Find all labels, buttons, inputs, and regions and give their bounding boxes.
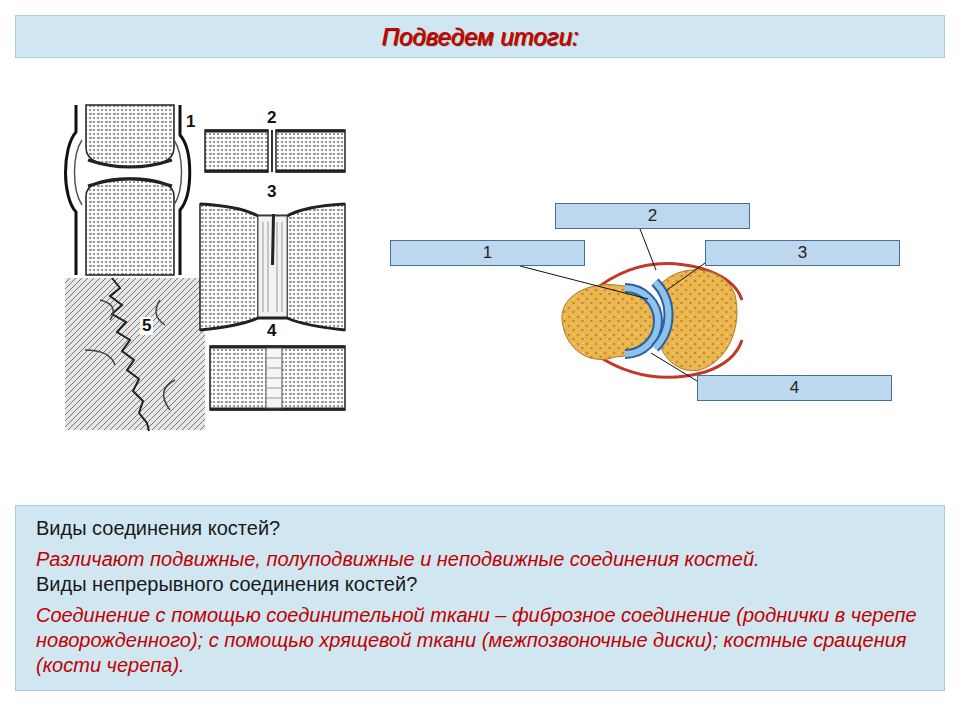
fused-joint-figure-part (266, 358, 282, 398)
fibrous-joint-figure (205, 130, 345, 172)
label-box: 4 (697, 375, 892, 401)
joint-figure-part (88, 179, 172, 186)
cartilage-joint-figure-part (271, 214, 275, 265)
leader-line-part (667, 263, 705, 290)
joint-figure-part (86, 105, 174, 167)
cartilage-joint-figure-part (287, 204, 345, 330)
fibrous-joint-figure-part (276, 130, 345, 172)
label-box: 1 (390, 240, 585, 266)
joint-illustration-part (655, 282, 669, 348)
callout-number: 2 (265, 109, 278, 127)
answer-text: Различают подвижные, полуподвижные и неп… (36, 547, 924, 572)
question-text: Виды соединения костей? (36, 516, 924, 541)
callout-number: 4 (265, 322, 278, 340)
leader-line-part (640, 229, 656, 270)
label-box: 3 (705, 240, 900, 266)
fused-joint-figure-part (210, 347, 345, 409)
question-text: Виды непрерывного соединения костей? (36, 572, 924, 597)
fused-joint-figure (210, 346, 345, 410)
suture-figure-part (65, 278, 205, 430)
box-number: 4 (790, 378, 799, 398)
fibrous-joint-figure-part (205, 130, 268, 172)
fibrous-joint-figure-part (205, 131, 345, 171)
box-number: 3 (798, 243, 807, 263)
joint-illustration-part (655, 282, 669, 348)
answer-text: Соединение с помощью соединительной ткан… (36, 603, 924, 678)
callout-number: 5 (140, 317, 153, 335)
joint-figure (66, 105, 190, 275)
joint-figure-part (66, 105, 77, 275)
summary-panel: Виды соединения костей? Различают подвижн… (15, 505, 945, 691)
cartilage-joint-figure (200, 204, 345, 330)
label-box: 2 (555, 203, 750, 229)
leader-line-part (651, 353, 697, 381)
fused-joint-figure-part (266, 348, 282, 408)
fused-joint-figure-part (210, 346, 345, 410)
slide-title: Подведем итоги: (382, 23, 579, 51)
title-bar: Подведем итоги: (15, 15, 945, 58)
box-number: 1 (483, 243, 492, 263)
joint-illustration-part (562, 285, 660, 360)
callout-number: 1 (184, 113, 197, 131)
callout-number: 3 (265, 183, 278, 201)
box-number: 2 (648, 206, 657, 226)
joint-figure-part (75, 140, 182, 205)
fibrous-joint-figure-part (271, 130, 273, 172)
joint-figure-part (86, 178, 174, 275)
leader-line-part (520, 266, 648, 299)
suture-figure-part (85, 300, 175, 410)
joint-illustration (562, 263, 742, 377)
cartilage-joint-figure-part (200, 204, 258, 330)
suture-figure-part (110, 278, 149, 431)
joint-figure-part (88, 160, 172, 167)
suture-figure (65, 278, 205, 431)
